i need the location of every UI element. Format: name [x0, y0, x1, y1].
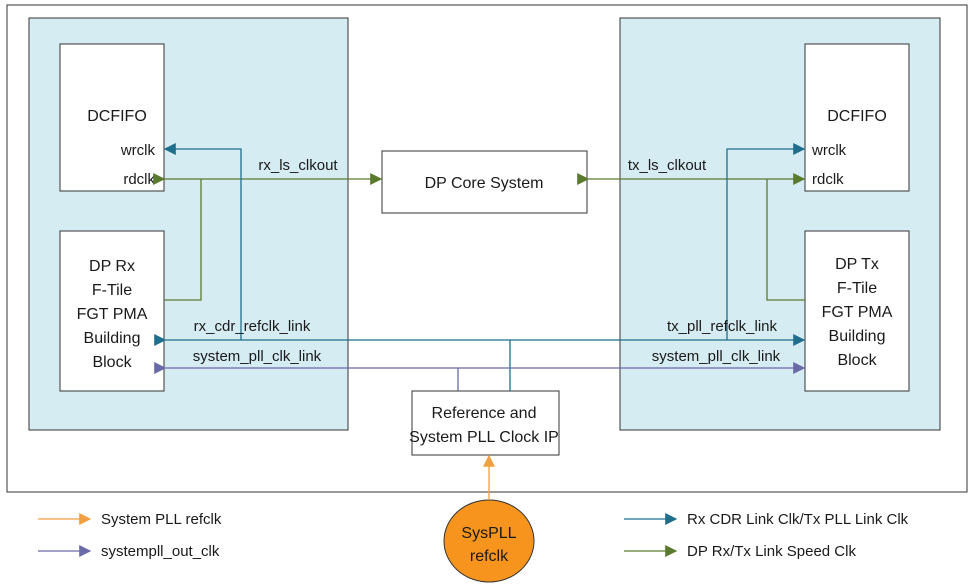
ref-pll-line-2: System PLL Clock IP	[409, 429, 559, 446]
rx-dcfifo-wrclk-port: wrclk	[120, 142, 156, 159]
tx-pma-line-2: F-Tile	[837, 280, 877, 297]
tx-pma-line-3: FGT PMA	[822, 304, 893, 321]
rx-pma-line-5: Block	[92, 354, 132, 371]
legend-link-speed: DP Rx/Tx Link Speed Clk	[687, 543, 856, 560]
tx-pma-to-rdclk-feed	[766, 179, 805, 301]
tx-pll-refclk-link-label: tx_pll_refclk_link	[667, 318, 778, 335]
ref-pll-line-1: Reference and	[432, 405, 537, 422]
rx-dcfifo-block	[59, 43, 165, 192]
rx-pma-line-4: Building	[84, 330, 141, 347]
system-pll-clk-link-right-label: system_pll_clk_link	[652, 348, 781, 365]
dp-core-title: DP Core System	[425, 175, 544, 192]
rx-pma-to-rdclk-feed	[164, 179, 202, 301]
rx-dcfifo-rdclk-port: rdclk	[123, 171, 155, 188]
tx-pma-line-5: Block	[837, 352, 877, 369]
rx-wrclk-feed	[163, 143, 242, 340]
rx-pma-line-2: F-Tile	[92, 282, 132, 299]
syspll-line-2: refclk	[470, 548, 509, 565]
tx-pma-block	[804, 230, 910, 392]
legend-rx-cdr-tx-pll: Rx CDR Link Clk/Tx PLL Link Clk	[687, 511, 909, 528]
tx-pma-line-1: DP Tx	[835, 256, 879, 273]
rx-ls-clkout-label: rx_ls_clkout	[258, 157, 338, 174]
rx-pma-line-1: DP Rx	[89, 258, 135, 275]
syspll-line-1: SysPLL	[461, 525, 516, 542]
legend-system-pll-refclk: System PLL refclk	[101, 511, 222, 528]
rx-dcfifo-title: DCFIFO	[87, 108, 147, 125]
rx-pma-block	[59, 230, 165, 392]
rx-cdr-refclk-link-label: rx_cdr_refclk_link	[194, 318, 311, 335]
tx-dcfifo-wrclk-port: wrclk	[811, 142, 847, 159]
tx-pma-line-4: Building	[829, 328, 886, 345]
tx-dcfifo-block	[804, 43, 910, 192]
tx-dcfifo-rdclk-port: rdclk	[812, 171, 844, 188]
tx-dcfifo-title: DCFIFO	[827, 108, 887, 125]
legend-systempll-out-clk: systempll_out_clk	[101, 543, 220, 560]
rx-pma-line-3: FGT PMA	[77, 306, 148, 323]
tx-wrclk-feed	[726, 143, 806, 340]
system-pll-clk-link-left-label: system_pll_clk_link	[193, 348, 322, 365]
tx-ls-clkout-label: tx_ls_clkout	[628, 157, 707, 174]
